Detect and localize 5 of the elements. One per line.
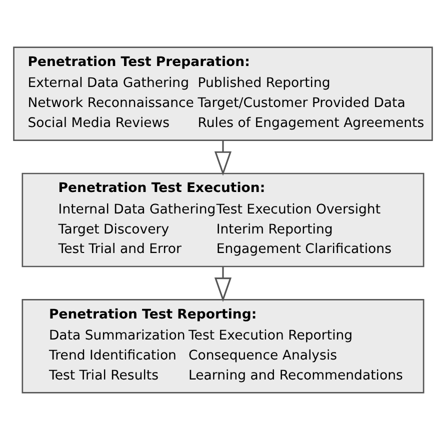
arrow xyxy=(214,140,232,176)
node-box: Penetration Test Reporting: Data Summarization Test Execution Reporting Trend Identification Consequence Analysis Test Trial Results Learning and Recommendations xyxy=(22,298,424,393)
node-box: Penetration Test Preparation: External Data Gathering Published Reporting Network Reconnaissance Target/Customer Provided Data Social Media Reviews Rules of Engagement Agreements xyxy=(13,46,433,140)
arrow xyxy=(214,266,232,302)
node-box: Penetration Test Execution: Internal Data GatheringTest Execution Oversight Target Discovery Interim Reporting Test Trial and Error Engagement Clarifications xyxy=(22,172,424,267)
